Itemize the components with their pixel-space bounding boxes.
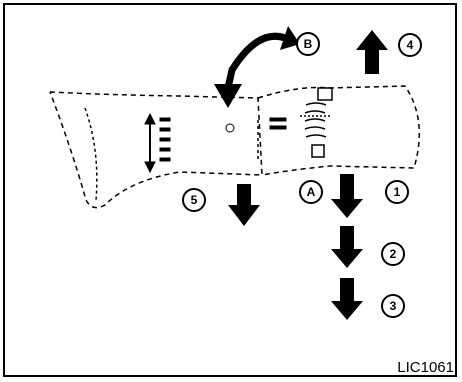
callout-a: A [307,185,316,199]
figure-id-label: LIC1061 [397,359,454,376]
position-marks [144,112,287,174]
arrow-down-icon-1 [331,174,363,218]
callout-circles [182,32,422,318]
arrow-down-icon-3 [331,278,363,320]
arrow-up-icon [356,30,388,74]
callout-1: 1 [394,185,401,199]
wiper-lever [257,85,421,176]
arrow-down-icon [228,184,260,226]
arrow-down-icon-2 [331,226,363,268]
curved-arrow-icon [214,26,300,108]
column-housing [49,91,263,209]
callout-3: 3 [390,299,397,313]
callout-b: B [304,37,313,51]
callout-4: 4 [407,38,414,52]
figure-frame [3,3,457,377]
callout-5: 5 [191,193,198,207]
callout-2: 2 [390,247,397,261]
lever-knob [304,87,333,158]
